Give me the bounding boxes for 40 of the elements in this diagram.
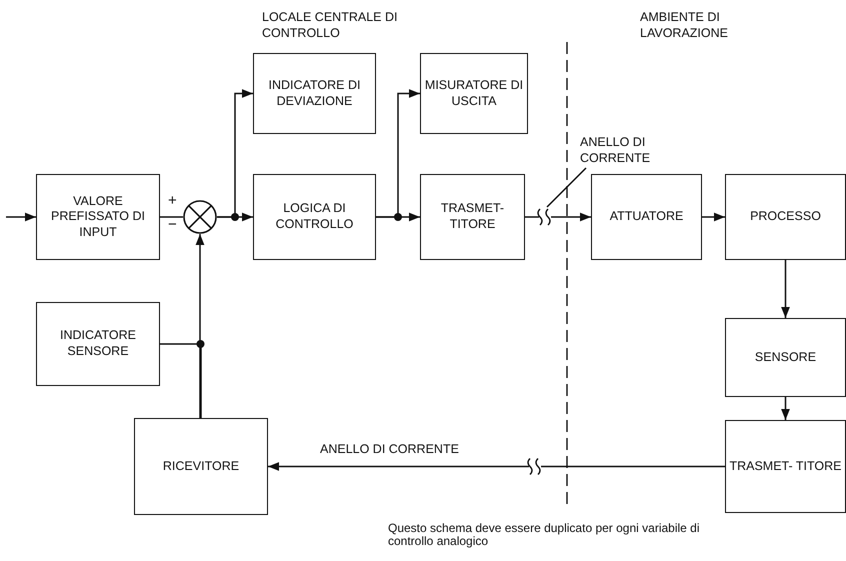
block-label: TRASMET- TITORE (729, 458, 842, 474)
summing-junction (183, 200, 217, 234)
arrow (268, 462, 725, 471)
leader-line (546, 167, 587, 208)
block-box (591, 174, 702, 260)
arrow (196, 234, 204, 418)
block-label: TRASMET- TITORE (440, 201, 506, 233)
arrow (702, 212, 725, 222)
block-box (253, 174, 376, 260)
block-label: ATTUATORE (610, 209, 684, 225)
block-label: PROCESSO (750, 209, 821, 225)
block-label: MISURATORE DI USCITA (424, 78, 524, 110)
block-box (420, 174, 525, 260)
arrow (6, 212, 36, 222)
block-box (253, 53, 376, 134)
edge-label: ANELLO DI CORRENTE (318, 442, 461, 456)
arrow (525, 212, 591, 222)
arrow (376, 89, 420, 218)
block-box (725, 318, 846, 397)
minus-sign: − (168, 216, 177, 235)
block-box (134, 418, 268, 515)
block-box (36, 302, 160, 386)
arrow (781, 397, 790, 420)
section-heading: LOCALE CENTRALE DI CONTROLLO (262, 10, 398, 42)
block-label: INDICATORE SENSORE (59, 328, 137, 360)
arrow (781, 260, 790, 318)
callout-label: ANELLO DI CORRENTE (580, 135, 652, 167)
note-text: Questo schema deve essere duplicato per ogni variabile di controllo analogico (388, 522, 701, 548)
plus-sign: + (168, 192, 177, 211)
block-label: INDICATORE DI DEVIAZIONE (268, 78, 362, 110)
arrow (217, 89, 253, 218)
block-label: RICEVITORE (162, 458, 240, 474)
section-heading: AMBIENTE DI LAVORAZIONE (640, 10, 729, 42)
block-box (725, 420, 846, 513)
block-box (420, 53, 528, 134)
block-box (36, 174, 160, 260)
block-label: VALORE PREFISSATO DI INPUT (50, 194, 146, 240)
block-box (725, 174, 846, 260)
block-label: SENSORE (754, 350, 816, 366)
block-label: LOGICA DI CONTROLLO (274, 201, 354, 233)
